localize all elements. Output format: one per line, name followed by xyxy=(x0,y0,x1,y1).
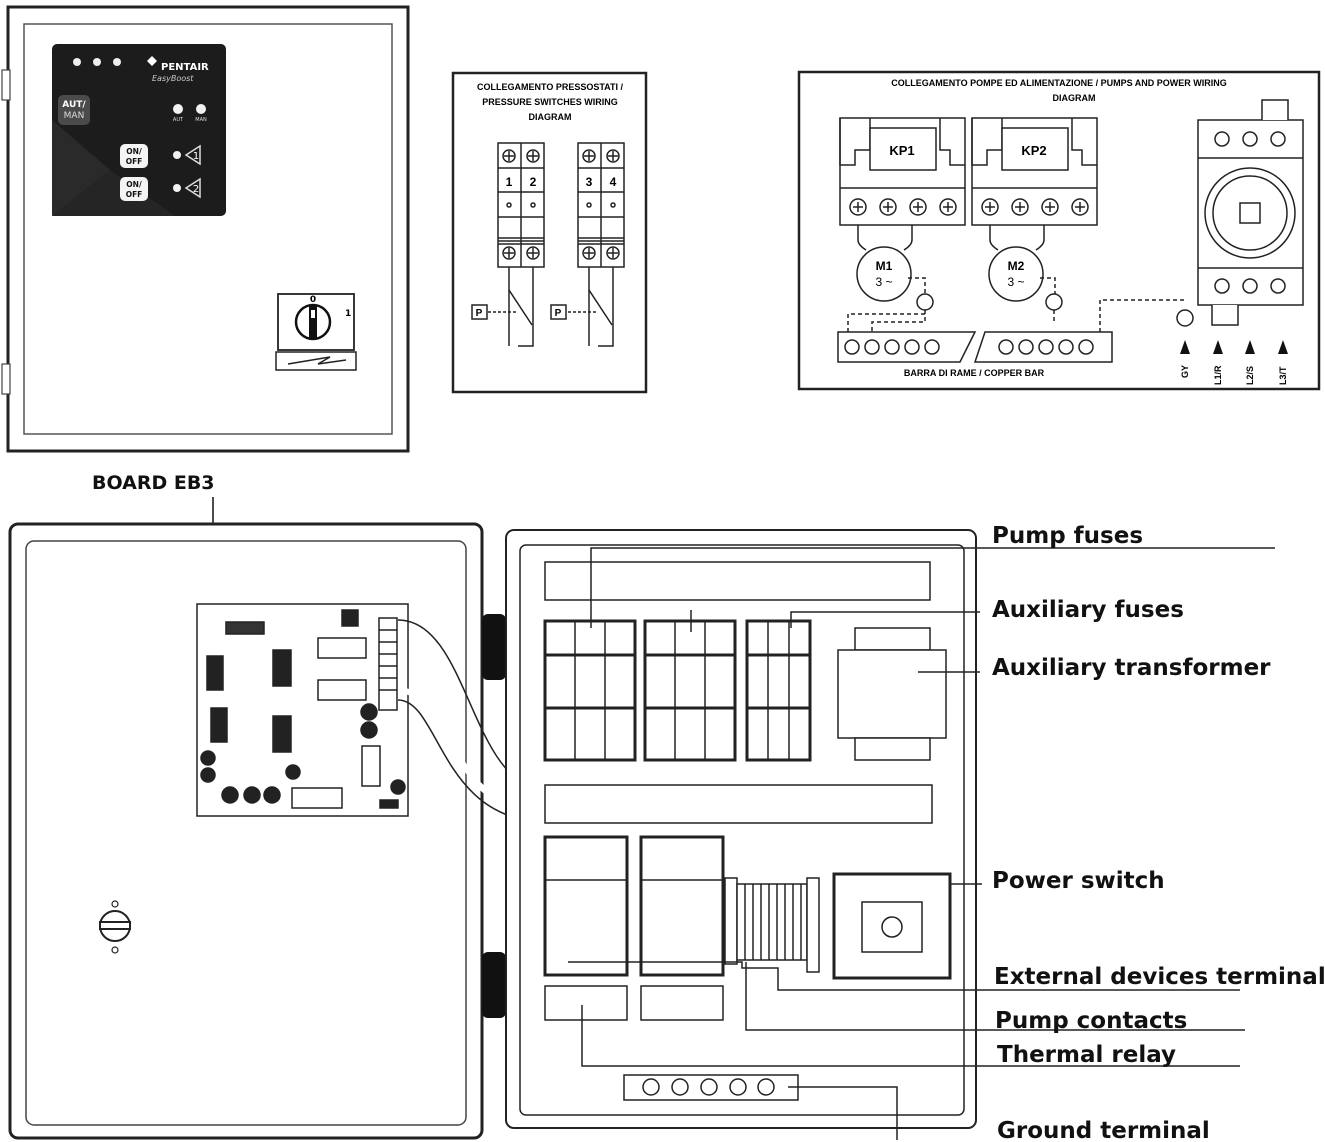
brand-text: PENTAIR xyxy=(161,62,209,73)
aut-man-button[interactable] xyxy=(58,95,90,125)
svg-text:M1: M1 xyxy=(876,259,893,273)
auxiliary-fuses xyxy=(745,619,812,762)
pump-contacts xyxy=(543,835,725,977)
pump-fuses xyxy=(543,619,737,762)
board-eb3 xyxy=(196,603,409,817)
power-diagram-title-1: COLLEGAMENTO POMPE ED ALIMENTAZIONE / PU… xyxy=(891,78,1227,88)
product-text: EasyBoost xyxy=(152,74,194,83)
contactor-kp1-label: KP1 xyxy=(889,143,914,158)
pump-2-icon xyxy=(184,177,201,199)
cabinet-interior xyxy=(505,529,977,1129)
din-rail-middle xyxy=(544,784,933,824)
svg-text:3: 3 xyxy=(586,175,593,189)
auxiliary-fuses-callout: Auxiliary fuses xyxy=(992,597,1184,623)
svg-text:0: 0 xyxy=(310,295,316,305)
phase-l3-label: L3/T xyxy=(1278,366,1288,385)
pressure-diagram-title-3: DIAGRAM xyxy=(529,112,572,122)
external-devices-terminal-callout: External devices terminal xyxy=(994,964,1325,990)
pump-fuses-callout: Pump fuses xyxy=(992,523,1143,549)
pressure-switch-contacts xyxy=(471,267,614,347)
hinge-icon xyxy=(1,69,11,101)
ground-icon xyxy=(916,293,934,311)
onoff-button-2[interactable] xyxy=(120,177,148,201)
contactor-kp2-label: KP2 xyxy=(1021,143,1046,158)
phase-l1-label: L1/R xyxy=(1213,365,1223,385)
svg-text:4: 4 xyxy=(610,175,617,189)
svg-text:1: 1 xyxy=(506,175,513,189)
aut-led xyxy=(173,104,183,114)
svg-text:ON/: ON/ xyxy=(126,180,142,189)
din-rail-top xyxy=(544,561,931,601)
auxiliary-transformer xyxy=(837,627,947,761)
svg-text:2: 2 xyxy=(193,184,199,195)
board-eb3-callout: BOARD EB3 xyxy=(92,472,215,494)
main-power-switch[interactable]: 0 1 xyxy=(275,293,357,371)
ground-icon xyxy=(1045,293,1063,311)
svg-text:AUT/: AUT/ xyxy=(62,100,86,110)
power-switch-callout: Power switch xyxy=(992,868,1165,894)
keypad: PENTAIR EasyBoost AUT/ MAN AUT MAN ON/ O… xyxy=(52,44,226,216)
svg-text:1: 1 xyxy=(345,309,351,319)
pressure-switches-diagram: COLLEGAMENTO PRESSOSTATI / PRESSURE SWIT… xyxy=(451,71,648,394)
ground-terminal xyxy=(623,1074,799,1101)
svg-text:OFF: OFF xyxy=(126,190,143,199)
svg-text:MAN: MAN xyxy=(195,117,207,123)
motor-m1-icon xyxy=(856,246,912,302)
svg-text:MAN: MAN xyxy=(64,111,85,121)
ground-icon xyxy=(1176,309,1194,327)
pressure-diagram-title-1: COLLEGAMENTO PRESSOSTATI / xyxy=(477,82,624,92)
pressure-switch-1-symbol: P xyxy=(476,308,483,319)
svg-text:AUT: AUT xyxy=(173,117,184,123)
power-wiring-diagram: COLLEGAMENTO POMPE ED ALIMENTAZIONE / PU… xyxy=(797,70,1321,391)
callout-leaders xyxy=(568,547,1275,1140)
door-lock-icon xyxy=(99,900,131,954)
ground-terminal-callout: Ground terminal xyxy=(997,1118,1210,1142)
front-panel: PENTAIR EasyBoost AUT/ MAN AUT MAN ON/ O… xyxy=(1,5,410,453)
auxiliary-transformer-callout: Auxiliary transformer xyxy=(992,655,1271,681)
open-door xyxy=(8,522,484,1140)
pentair-logo-icon xyxy=(147,56,157,66)
svg-text:2: 2 xyxy=(530,175,537,189)
copper-bar xyxy=(837,331,1113,363)
thermal-relay xyxy=(544,985,628,1021)
power-diagram-title-2: DIAGRAM xyxy=(1053,93,1096,103)
external-devices-terminal xyxy=(724,877,820,973)
pump-1-icon xyxy=(184,144,201,166)
thermal-relay-callout: Thermal relay xyxy=(997,1042,1176,1068)
pressure-diagram-title-2: PRESSURE SWITCHES WIRING xyxy=(482,97,618,107)
main-isolator xyxy=(1197,99,1304,326)
phase-gy-label: GY xyxy=(1180,365,1190,378)
svg-text:3 ~: 3 ~ xyxy=(875,275,892,289)
svg-text:M2: M2 xyxy=(1008,259,1025,273)
motor-m2-icon xyxy=(988,246,1044,302)
copper-bar-label: BARRA DI RAME / COPPER BAR xyxy=(904,368,1045,378)
hinge-icon xyxy=(1,363,11,395)
svg-text:1: 1 xyxy=(193,151,199,162)
pump-contacts-callout: Pump contacts xyxy=(995,1008,1187,1034)
pressure-switch-2-symbol: P xyxy=(555,308,562,319)
power-switch xyxy=(832,872,952,980)
svg-text:ON/: ON/ xyxy=(126,147,142,156)
svg-text:3 ~: 3 ~ xyxy=(1007,275,1024,289)
phase-l2-label: L2/S xyxy=(1245,366,1255,385)
hinge-icon xyxy=(482,952,506,1018)
hinge-icon xyxy=(482,614,506,680)
man-led xyxy=(196,104,206,114)
onoff-button-1[interactable] xyxy=(120,144,148,168)
lightning-icon xyxy=(287,356,347,365)
svg-text:OFF: OFF xyxy=(126,157,143,166)
